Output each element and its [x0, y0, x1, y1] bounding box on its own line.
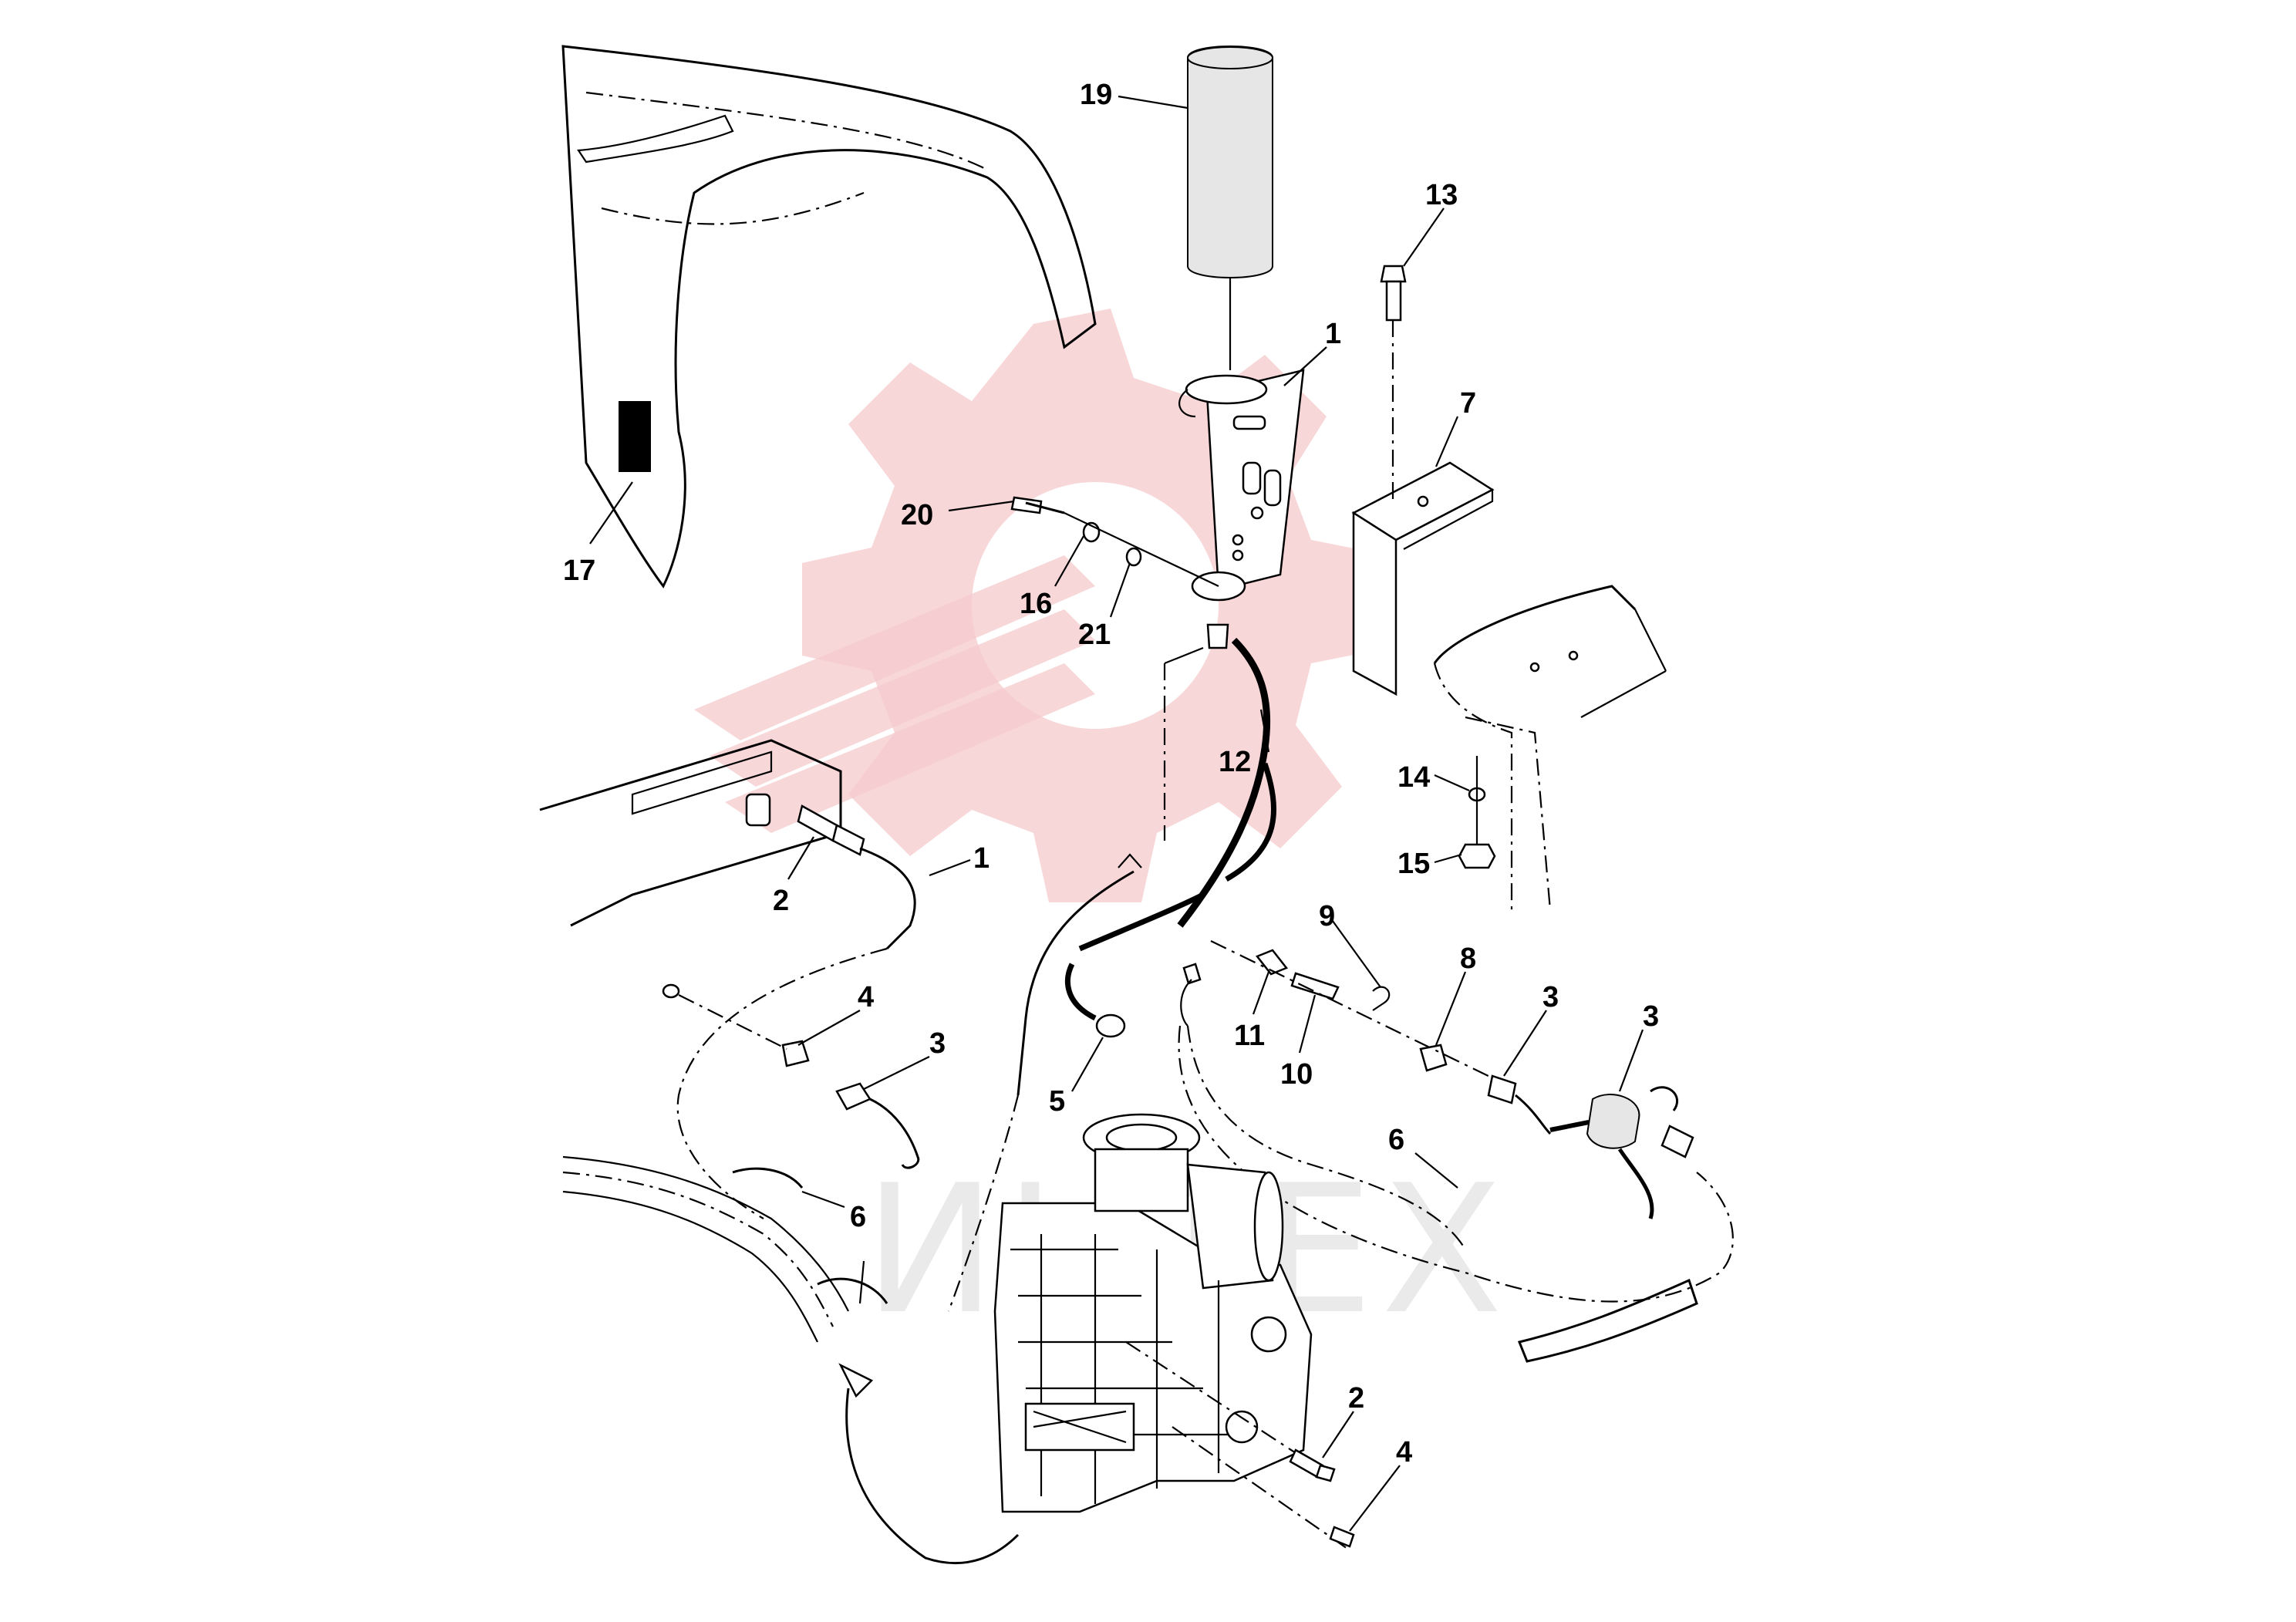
callout-13: 13 [1425, 179, 1458, 211]
callout-14: 14 [1397, 761, 1430, 794]
decal-label-17 [619, 401, 651, 472]
cable-bundle-left [562, 1155, 1020, 1565]
callout-1-cable: 1 [973, 842, 990, 875]
callout-10: 10 [1280, 1058, 1313, 1091]
callout-1-bracket: 1 [1325, 318, 1341, 350]
callout-5: 5 [1049, 1085, 1065, 1118]
callout-8: 8 [1460, 943, 1476, 975]
cable-1-lower [1017, 646, 1204, 1096]
callout-3-mid: 3 [1542, 981, 1559, 1013]
sensor-2-lower [1289, 1448, 1336, 1482]
callout-6-left: 6 [850, 1201, 866, 1233]
washer-nut-14-15 [1458, 756, 1496, 869]
fender-panel [561, 45, 1097, 588]
callout-11: 11 [1234, 1020, 1265, 1052]
leader-lines [787, 95, 1644, 1532]
callout-4-upper: 4 [858, 981, 874, 1013]
ground-cable-5 [1065, 963, 1126, 1038]
platform-right [1433, 585, 1667, 911]
callout-12: 12 [1219, 746, 1251, 778]
mounting-bracket-1 [1178, 369, 1305, 649]
bolt-13 [1380, 265, 1407, 501]
callout-16: 16 [1020, 588, 1052, 620]
angle-bracket-7 [1351, 461, 1495, 696]
callout-15: 15 [1397, 848, 1430, 880]
callout-4-lower: 4 [1396, 1436, 1412, 1469]
callout-6-right: 6 [1388, 1124, 1404, 1156]
engine-assembly [993, 1113, 1350, 1551]
callout-3-left: 3 [929, 1027, 946, 1060]
callout-21: 21 [1078, 619, 1111, 651]
callout-3-right: 3 [1643, 1000, 1659, 1033]
sensor-4-lower [1329, 1526, 1355, 1548]
frame-platform [539, 739, 842, 927]
callout-19: 19 [1080, 79, 1112, 111]
harness-routing [676, 947, 1734, 1363]
relay-3-right [1487, 1074, 1694, 1219]
connector-chain [1180, 940, 1497, 1081]
relay-3-left [662, 983, 920, 1169]
callout-20: 20 [901, 499, 933, 531]
callout-2-upper: 2 [773, 885, 789, 917]
sensor-2-upper [797, 804, 916, 950]
callout-17: 17 [563, 555, 595, 587]
callout-9: 9 [1319, 900, 1335, 932]
callout-2-lower: 2 [1348, 1382, 1364, 1415]
fastener-set-20-16-21 [1010, 496, 1219, 587]
wire-harness-12 [1078, 637, 1276, 952]
canister-19 [1187, 46, 1273, 370]
callout-labels: 19 13 1 7 20 16 21 17 12 14 15 1 2 9 8 3… [563, 79, 1659, 1469]
callout-7: 7 [1460, 387, 1476, 420]
